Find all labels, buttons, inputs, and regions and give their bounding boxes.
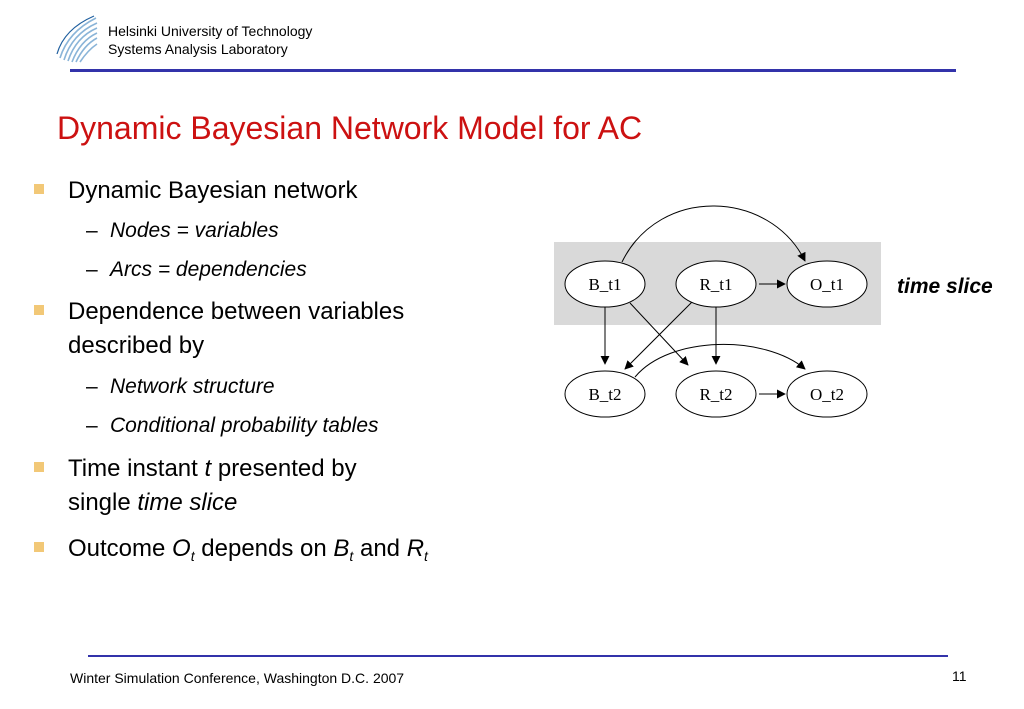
variable-o: O xyxy=(172,535,191,562)
edge-b_t1-r_t2 xyxy=(629,302,689,366)
sub-bullet-item: –Network structure xyxy=(86,372,275,402)
page-number: 11 xyxy=(952,668,967,684)
subscript: t xyxy=(349,548,354,564)
text-part: single xyxy=(68,489,138,516)
variable-t: t xyxy=(204,455,212,482)
text-part: and xyxy=(353,535,407,562)
time-slice-term: time slice xyxy=(137,489,238,516)
text-part: presented by xyxy=(211,455,357,482)
bullet-text-line1: Dependence between variables xyxy=(68,298,405,325)
subscript: t xyxy=(190,548,195,564)
variable-r: R xyxy=(406,535,425,562)
node-label-r_t1: R_t1 xyxy=(699,275,732,294)
node-r_t1 xyxy=(675,260,757,308)
text-part: depends on xyxy=(194,535,334,562)
institution-name: Helsinki University of Technology xyxy=(108,23,313,39)
header-divider xyxy=(70,69,956,72)
header-institution: Helsinki University of Technology System… xyxy=(108,22,312,58)
node-label-r_t2: R_t2 xyxy=(699,385,732,404)
bullet-square-icon xyxy=(34,184,44,194)
node-label-b_t1: B_t1 xyxy=(588,275,621,294)
dash-icon: – xyxy=(86,414,98,437)
dash-icon: – xyxy=(86,375,98,398)
bullet-text-line2: described by xyxy=(68,332,205,359)
time-slice-label: time slice xyxy=(897,275,993,298)
sub-bullet-text: Network structure xyxy=(110,375,275,398)
node-b_t2 xyxy=(564,370,646,418)
node-label-o_t1: O_t1 xyxy=(810,275,844,294)
text-part: Time instant xyxy=(68,455,205,482)
sub-bullet-item: –Arcs = dependencies xyxy=(86,255,307,285)
bullet-text: Time instant t presented by single time s… xyxy=(68,452,357,520)
slide-title: Dynamic Bayesian Network Model for AC xyxy=(57,110,643,146)
node-o_t2 xyxy=(786,370,868,418)
lab-name: Systems Analysis Laboratory xyxy=(108,41,288,57)
bullet-text: Dynamic Bayesian network xyxy=(68,177,358,204)
node-o_t1 xyxy=(786,260,868,308)
variable-b: B xyxy=(333,535,350,562)
node-label-b_t2: B_t2 xyxy=(588,385,621,404)
sub-bullet-text: Conditional probability tables xyxy=(110,414,379,437)
university-logo-icon xyxy=(56,15,98,63)
bullet-square-icon xyxy=(34,462,44,472)
sub-bullet-text: Nodes = variables xyxy=(110,219,279,242)
bullet-text: Dependence between variables described b… xyxy=(68,295,404,363)
node-b_t1 xyxy=(564,260,646,308)
bullet-text: Outcome Ot depends on Bt and Rt xyxy=(68,532,428,573)
node-r_t2 xyxy=(675,370,757,418)
text-part: Outcome xyxy=(68,535,173,562)
edge-b_t2-o_t2 xyxy=(634,343,806,378)
dbn-diagram: B_t1 R_t1 O_t1 B_t2 R_t2 O_t2 xyxy=(554,205,881,418)
dash-icon: – xyxy=(86,258,98,281)
subscript: t xyxy=(424,548,428,564)
dash-icon: – xyxy=(86,219,98,242)
node-label-o_t2: O_t2 xyxy=(810,385,844,404)
footer-divider xyxy=(88,655,948,657)
edge-b_t1-o_t1 xyxy=(621,205,806,263)
sub-bullet-item: –Conditional probability tables xyxy=(86,411,379,441)
bullet-square-icon xyxy=(34,305,44,315)
sub-bullet-item: –Nodes = variables xyxy=(86,216,279,246)
sub-bullet-text: Arcs = dependencies xyxy=(110,258,307,281)
edge-r_t1-b_t2 xyxy=(624,300,694,370)
bullet-square-icon xyxy=(34,542,44,552)
footer-conference: Winter Simulation Conference, Washington… xyxy=(70,670,405,686)
